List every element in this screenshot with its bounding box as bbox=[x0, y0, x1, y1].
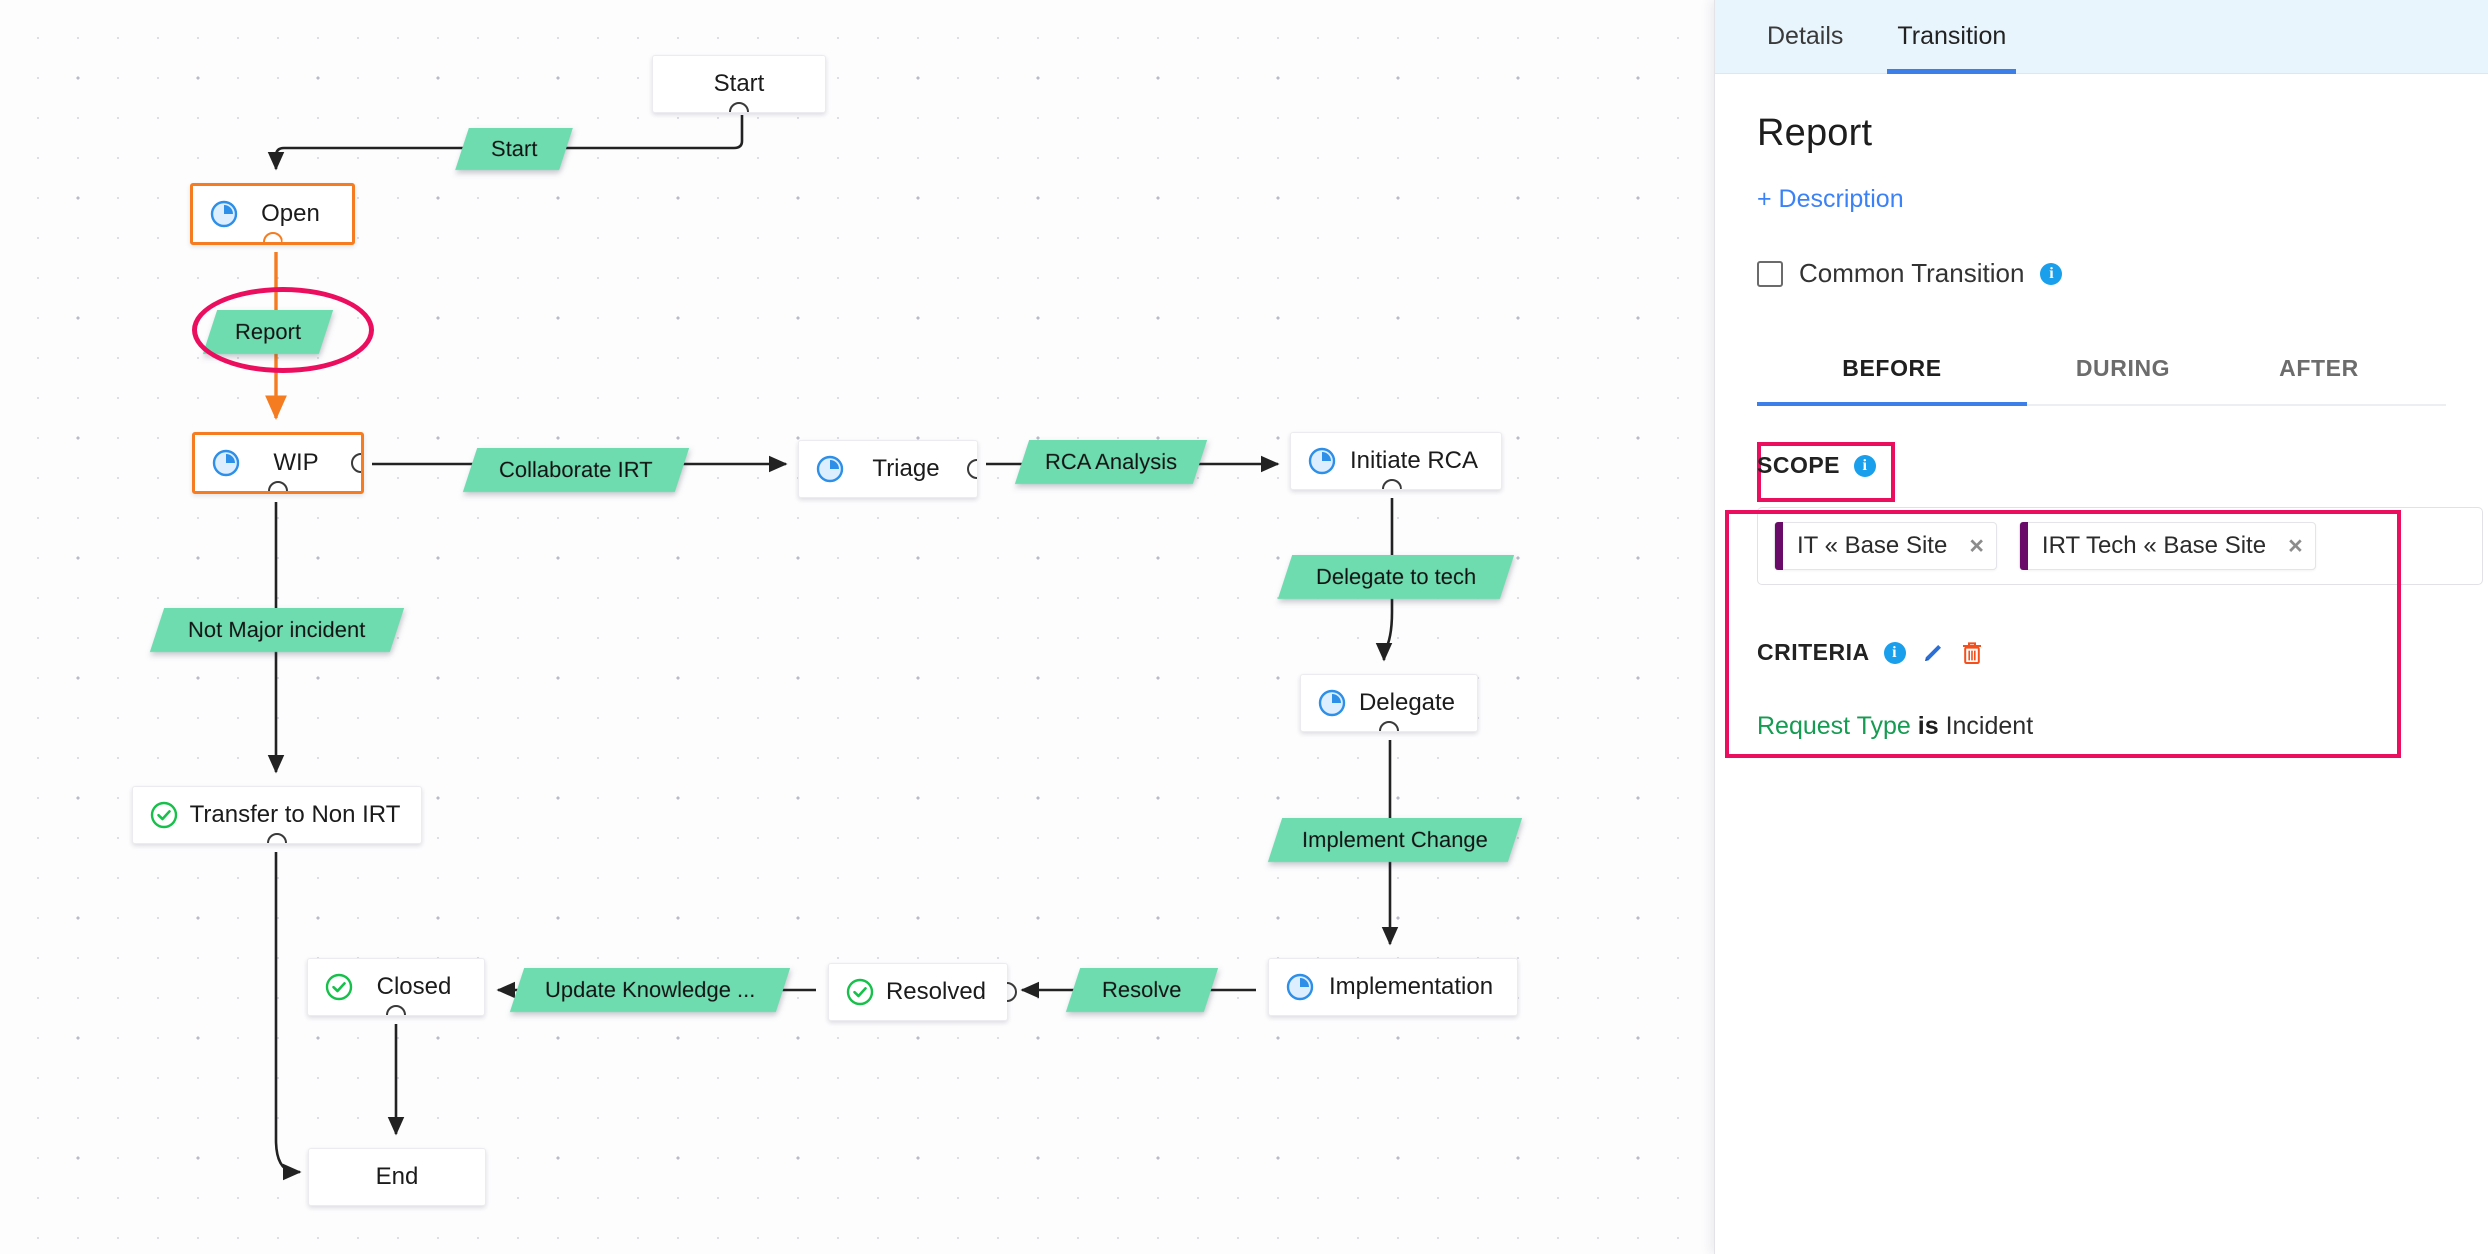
edge-label-rca-analysis[interactable]: RCA Analysis bbox=[1014, 440, 1208, 484]
sub-tab-during[interactable]: DURING bbox=[2075, 355, 2171, 381]
node-label: Closed bbox=[376, 973, 452, 1000]
node-label: Resolved bbox=[885, 978, 987, 1005]
phase-tabs: BEFORE DURING AFTER bbox=[1757, 337, 2446, 406]
scope-chip-container[interactable]: IT « Base Site × IRT Tech « Base Site × bbox=[1757, 507, 2483, 585]
scope-chip[interactable]: IRT Tech « Base Site × bbox=[2018, 522, 2316, 570]
clock-icon bbox=[1307, 446, 1337, 476]
info-icon[interactable]: i bbox=[2040, 262, 2063, 285]
node-resolved[interactable]: Resolved bbox=[828, 963, 1008, 1021]
add-description-link[interactable]: + Description bbox=[1757, 185, 1904, 213]
node-label: Initiate RCA bbox=[1349, 447, 1479, 474]
node-initiate-rca[interactable]: Initiate RCA bbox=[1290, 432, 1502, 490]
edge-label-report[interactable]: Report bbox=[202, 310, 334, 354]
tab-transition[interactable]: Transition bbox=[1887, 0, 2017, 74]
clock-icon bbox=[815, 454, 845, 484]
clock-icon bbox=[1285, 972, 1315, 1002]
clock-icon bbox=[209, 199, 239, 229]
node-label: WIP bbox=[273, 449, 319, 476]
node-transfer-to-non-irt[interactable]: Transfer to Non IRT bbox=[132, 786, 422, 844]
scope-heading: SCOPE bbox=[1757, 452, 1841, 478]
node-wip[interactable]: WIP bbox=[192, 432, 364, 494]
workflow-canvas[interactable]: Start Open WIP Triage bbox=[0, 0, 1714, 1254]
info-icon[interactable]: i bbox=[1883, 641, 1906, 664]
node-delegate[interactable]: Delegate bbox=[1300, 674, 1478, 732]
chip-remove-icon[interactable]: × bbox=[2288, 531, 2303, 560]
active-tab-underline bbox=[1757, 402, 2027, 406]
node-label: Triage bbox=[872, 455, 940, 482]
node-handle-bottom[interactable] bbox=[267, 833, 287, 843]
node-label: Implementation bbox=[1328, 973, 1494, 1000]
node-handle-bottom[interactable] bbox=[1381, 479, 1402, 489]
edge-label-not-major-incident[interactable]: Not Major incident bbox=[149, 608, 405, 652]
edge-label-start[interactable]: Start bbox=[455, 128, 573, 170]
transition-panel: Details Transition Report + Description … bbox=[1714, 0, 2488, 1254]
criteria-operator: is bbox=[1917, 712, 1939, 740]
node-handle-bottom[interactable] bbox=[262, 232, 283, 242]
node-label: Transfer to Non IRT bbox=[189, 801, 401, 828]
edge-label-delegate-to-tech[interactable]: Delegate to tech bbox=[1277, 555, 1515, 599]
tab-details[interactable]: Details bbox=[1767, 22, 1844, 50]
check-circle-icon bbox=[845, 977, 875, 1007]
edge-label-resolve[interactable]: Resolve bbox=[1065, 968, 1219, 1012]
sub-tab-before[interactable]: BEFORE bbox=[1842, 355, 1942, 381]
criteria-field: Request Type bbox=[1757, 712, 1911, 740]
edge-label-collaborate-irt[interactable]: Collaborate IRT bbox=[462, 448, 690, 492]
criteria-heading: CRITERIA bbox=[1757, 639, 1870, 665]
chip-color-bar bbox=[1775, 522, 1783, 570]
chip-label: IRT Tech « Base Site bbox=[2041, 532, 2267, 559]
node-handle-bottom[interactable] bbox=[268, 481, 288, 491]
clock-icon bbox=[211, 448, 241, 478]
node-closed[interactable]: Closed bbox=[307, 958, 485, 1016]
node-label: Start bbox=[713, 70, 765, 97]
clock-icon bbox=[1317, 688, 1347, 718]
common-transition-row: Common Transition i bbox=[1757, 258, 2446, 289]
node-handle-bottom[interactable] bbox=[729, 102, 749, 112]
node-open[interactable]: Open bbox=[190, 183, 355, 245]
node-handle-bottom[interactable] bbox=[386, 1005, 406, 1015]
criteria-value: Incident bbox=[1945, 712, 2034, 740]
info-icon[interactable]: i bbox=[1854, 454, 1877, 477]
node-handle-right[interactable] bbox=[967, 459, 977, 479]
chip-color-bar bbox=[2019, 522, 2028, 570]
common-transition-label: Common Transition bbox=[1799, 258, 2025, 288]
node-handle-bottom[interactable] bbox=[1379, 721, 1399, 731]
node-implementation[interactable]: Implementation bbox=[1268, 958, 1518, 1016]
check-circle-icon bbox=[324, 972, 354, 1002]
page-title: Report bbox=[1757, 112, 1873, 154]
chip-remove-icon[interactable]: × bbox=[1969, 531, 1984, 560]
chip-label: IT « Base Site bbox=[1797, 532, 1948, 559]
node-handle-right[interactable] bbox=[351, 453, 361, 473]
pencil-icon[interactable] bbox=[1920, 640, 1946, 666]
node-triage[interactable]: Triage bbox=[798, 440, 978, 498]
node-handle-right[interactable] bbox=[997, 982, 1017, 1002]
node-label: Open bbox=[261, 200, 320, 227]
scope-heading-row: SCOPE i bbox=[1757, 452, 2446, 479]
scope-card: SCOPE i IT « Base Site × IRT Tech « Base… bbox=[1757, 452, 2483, 741]
criteria-heading-row: CRITERIA i bbox=[1757, 639, 2446, 666]
node-label: Delegate bbox=[1358, 689, 1456, 716]
edge-label-update-knowledge[interactable]: Update Knowledge ... bbox=[509, 968, 791, 1012]
node-end[interactable]: End bbox=[308, 1148, 486, 1206]
trash-icon[interactable] bbox=[1960, 640, 1984, 666]
panel-tabbar: Details Transition bbox=[1715, 0, 2488, 74]
sub-tab-after[interactable]: AFTER bbox=[2279, 355, 2359, 381]
scope-chip[interactable]: IT « Base Site × bbox=[1774, 522, 1997, 570]
node-label: End bbox=[375, 1163, 419, 1190]
common-transition-checkbox[interactable] bbox=[1757, 260, 1783, 287]
node-start[interactable]: Start bbox=[652, 55, 826, 113]
check-circle-icon bbox=[149, 800, 179, 830]
edge-label-implement-change[interactable]: Implement Change bbox=[1267, 818, 1523, 862]
criteria-expression: Request Type is Incident bbox=[1757, 712, 2446, 741]
panel-body: Report + Description Common Transition i… bbox=[1715, 74, 2488, 758]
